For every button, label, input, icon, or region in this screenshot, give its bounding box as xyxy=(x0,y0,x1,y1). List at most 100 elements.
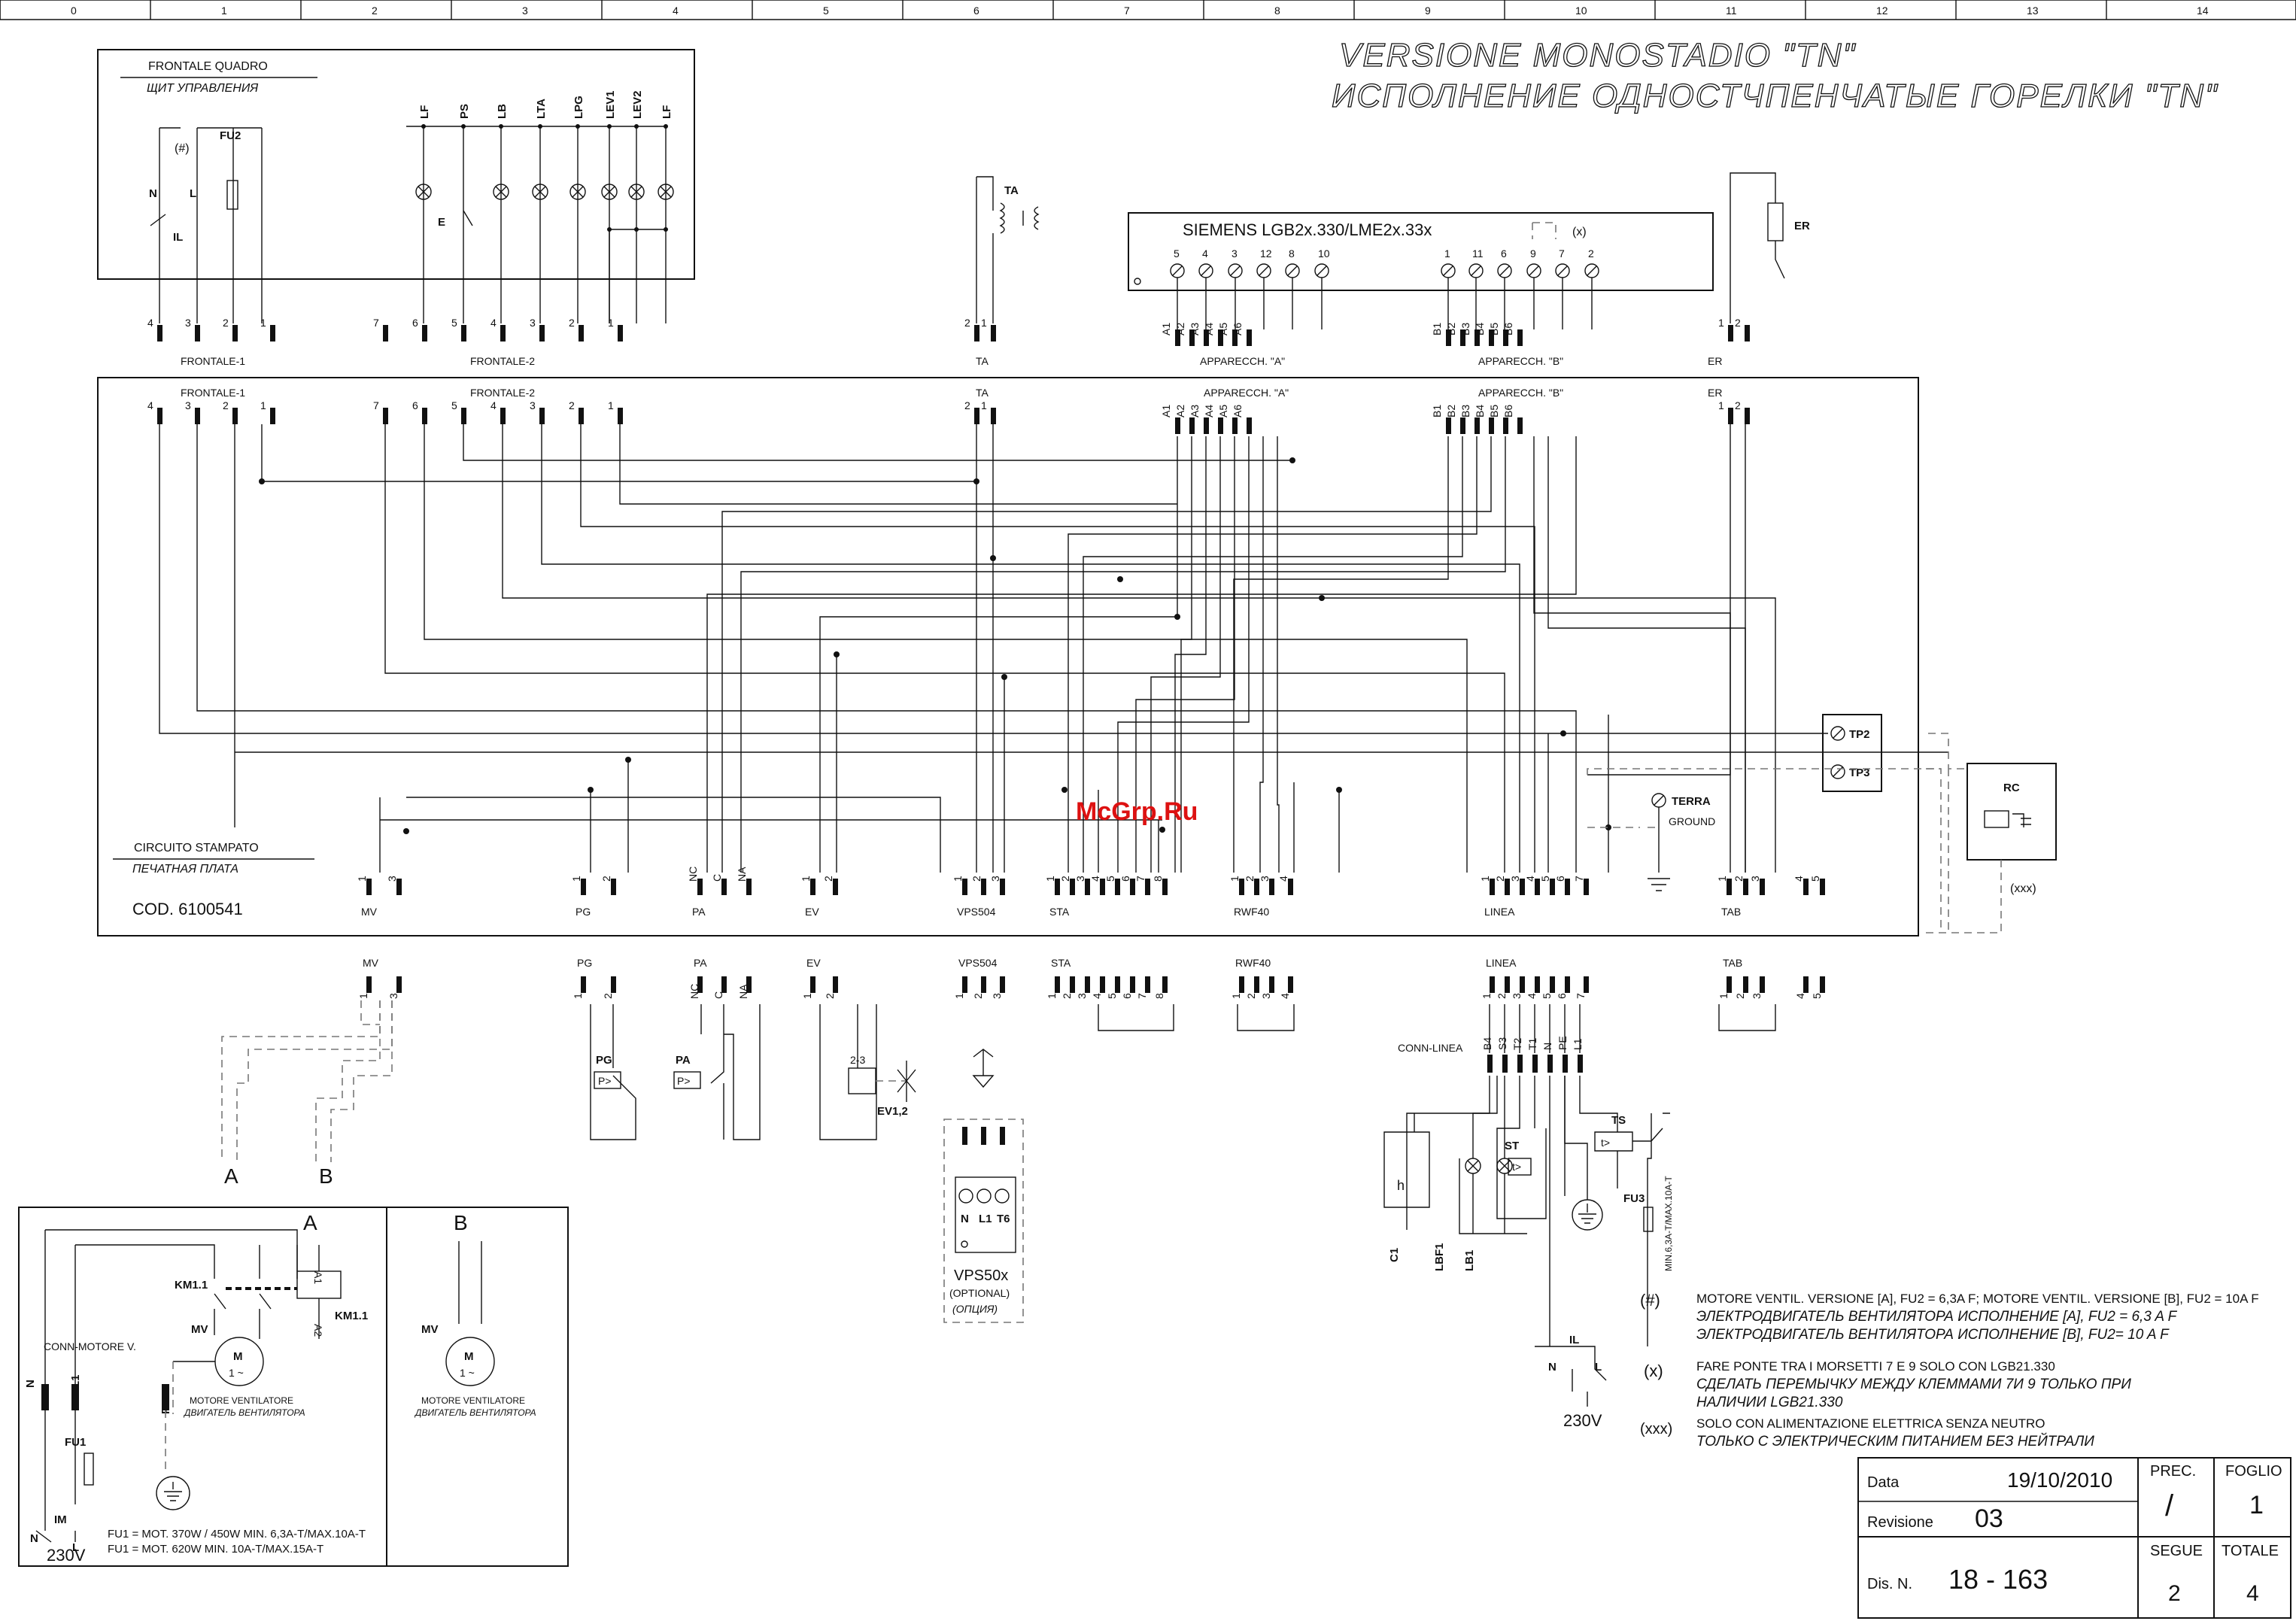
title-line2: ИСПОЛНЕНИЕ ОДНОСТЧПЕНЧАТЫЕ ГОРЕЛКИ "TN" xyxy=(1332,77,2219,114)
apparecch-b-pin xyxy=(1474,329,1480,346)
im-label: IM xyxy=(54,1513,67,1526)
board-linea-pin xyxy=(1584,879,1589,895)
board-linea-pin xyxy=(1550,879,1555,895)
motor-a-phase: 1 ~ xyxy=(229,1367,244,1379)
er-connector-label: ER xyxy=(1708,355,1722,367)
siemens-term-label: 9 xyxy=(1530,247,1536,260)
frontale1-pin xyxy=(270,325,275,342)
frontale2-pin xyxy=(422,325,427,342)
ruler-label: 3 xyxy=(522,5,528,17)
notes: (#) MOTORE VENTIL. VERSIONE [A], FU2 = 6… xyxy=(1640,1291,2259,1449)
tp3-label: TP3 xyxy=(1849,766,1870,779)
conn-linea-pin xyxy=(1502,1055,1508,1073)
board-sta-pin xyxy=(1055,879,1060,895)
board-ta: TA xyxy=(976,387,989,399)
field-linea-pin xyxy=(1520,976,1525,993)
fu1-note1: FU1 = MOT. 370W / 450W MIN. 6,3A-T/MAX.1… xyxy=(108,1528,366,1541)
board-pin-label: 3 xyxy=(989,876,1001,882)
board-frontale2-pin-label: 1 xyxy=(608,399,614,411)
conn-linea-pin xyxy=(1547,1055,1553,1073)
mv-a-label: MV xyxy=(191,1323,208,1336)
board-pin-label: 2 xyxy=(822,876,834,882)
vps50x-optional-ru: (ОПЦИЯ) xyxy=(952,1303,998,1315)
conn-linea-pin xyxy=(1578,1055,1583,1073)
board-title-ru: ПЕЧАТНАЯ ПЛАТА xyxy=(132,863,238,876)
field-pin-label: 3 xyxy=(1511,993,1523,999)
field-vps504-label: VPS504 xyxy=(958,957,998,969)
lamp-label: PS xyxy=(458,104,471,119)
prec-value: / xyxy=(2165,1489,2174,1522)
board-apparecch-b-pin-label: B3 xyxy=(1459,405,1471,417)
conn-linea-pin-label: N xyxy=(1541,1043,1553,1050)
pilot-lamp-icon xyxy=(658,184,674,200)
field-vps504-pin xyxy=(1000,976,1005,993)
er-resistor: ER ER xyxy=(1708,172,1810,367)
vps-term-n: N xyxy=(961,1213,969,1225)
board-pin-label: 4 xyxy=(1089,876,1101,882)
field-rwf40-pin xyxy=(1288,976,1293,993)
revisione-label: Revisione xyxy=(1867,1514,1933,1531)
pilot-lamp-icon xyxy=(569,184,586,200)
field-pg-label: PG xyxy=(577,957,592,969)
ground-icon xyxy=(1648,807,1670,891)
board-pin-label: 2 xyxy=(1494,876,1506,882)
board-sta-pin xyxy=(1100,879,1105,895)
apparecch-b-pin xyxy=(1489,329,1494,346)
field-pin-label: C xyxy=(712,991,724,999)
siemens-term-label: 6 xyxy=(1501,247,1507,260)
mv-b-label: MV xyxy=(421,1323,439,1336)
board-pa-pin xyxy=(697,879,703,895)
vps-term-t6: T6 xyxy=(997,1213,1010,1225)
board-pa-pin xyxy=(721,879,727,895)
a2-label: A2 xyxy=(312,1324,324,1337)
field-pa-pin xyxy=(721,976,727,993)
board-apparecch-a-pin-label: A5 xyxy=(1217,405,1229,417)
board-pg-pin xyxy=(581,879,586,895)
board-pin-label: 4 xyxy=(1793,876,1805,882)
apparecch-b-pin xyxy=(1446,329,1451,346)
board-pin-label: NA xyxy=(736,867,748,882)
tp2-label: TP2 xyxy=(1849,728,1870,741)
board-frontale2-pin xyxy=(461,408,466,424)
pilot-lamp-icon xyxy=(493,184,509,200)
frontale2-pin xyxy=(461,325,466,342)
version-b-label: B xyxy=(454,1211,468,1234)
v230-field: 230V xyxy=(1563,1411,1602,1430)
motor-b-phase: 1 ~ xyxy=(460,1367,475,1379)
board-mv-label: MV xyxy=(361,906,378,918)
ruler-label: 14 xyxy=(2197,5,2209,17)
board-er-pin-label: 2 xyxy=(1735,399,1741,411)
field-pin-label: NC xyxy=(688,984,700,999)
note1-mark: (#) xyxy=(1640,1291,1660,1310)
field-vps504-pin xyxy=(962,976,967,993)
lamp-label: LF xyxy=(418,105,431,119)
siemens-term-label: 7 xyxy=(1559,247,1565,260)
field-pin-label: 1 xyxy=(1481,993,1493,999)
n-label: N xyxy=(149,187,157,200)
field-pa-label: PA xyxy=(694,957,707,969)
board-pin-label: 7 xyxy=(1134,876,1146,882)
board-mv-pin xyxy=(366,879,372,895)
frontale2-pin-label: 4 xyxy=(490,317,497,329)
board-vps504-label: VPS504 xyxy=(957,906,996,918)
conn-motore-label: CONN-MOTORE V. xyxy=(44,1340,136,1352)
siemens-term-label: 2 xyxy=(1588,247,1594,260)
motor-b-m: M xyxy=(464,1350,474,1363)
note2-it: FARE PONTE TRA I MORSETTI 7 E 9 SOLO CON… xyxy=(1696,1359,2055,1374)
field-linea-pin xyxy=(1565,976,1570,993)
apparecch-a-pin-label: A4 xyxy=(1203,323,1215,335)
board-pa-pin xyxy=(746,879,752,895)
field-sta-pin xyxy=(1145,976,1150,993)
vps-term-l1: L1 xyxy=(979,1213,992,1225)
apparecch-b-pin-label: B3 xyxy=(1459,323,1471,335)
motor-a-m: M xyxy=(233,1350,243,1363)
board-tab-label: TAB xyxy=(1721,906,1741,918)
vps50x-optional-box xyxy=(943,1119,1024,1323)
board-frontale1-pin-label: 2 xyxy=(223,399,229,411)
board-sta-pin xyxy=(1145,879,1150,895)
board-tab-pin xyxy=(1727,879,1732,895)
board-er-pin xyxy=(1745,408,1750,424)
board-code: COD. 6100541 xyxy=(132,900,243,918)
